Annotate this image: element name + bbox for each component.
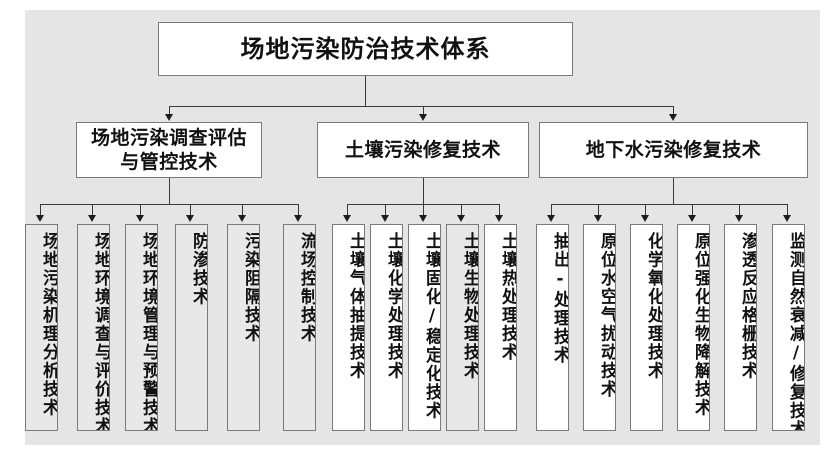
connector-leaf9-drop <box>461 204 462 216</box>
leaf-node-5: 流场控制技术 <box>283 224 316 431</box>
connector-leaf11-drop <box>551 204 552 216</box>
arrow-leaf5 <box>294 215 302 222</box>
leaf-node-10: 土壤热处理技术 <box>484 224 517 431</box>
arrow-leaf0 <box>36 215 44 222</box>
leaf-node-2-label: 场地环境管理与预警技术 <box>139 232 158 431</box>
arrow-leaf3 <box>186 215 194 222</box>
arrow-leaf14 <box>688 215 696 222</box>
connector-leaf0-drop <box>40 204 41 216</box>
leaf-node-16: 监测自然衰减/修复技术 <box>772 224 805 431</box>
connector-cat2-drop <box>673 106 674 115</box>
leaf-node-15: 渗透反应格栅技术 <box>724 224 757 431</box>
connector-leaf4-drop <box>242 204 243 216</box>
leaf-node-1-label: 场地环境调查与评价技术 <box>91 232 110 431</box>
arrow-leaf6 <box>343 215 351 222</box>
arrow-cat1 <box>419 114 427 121</box>
category-node-site-investigation: 场地污染调查评估与管控技术 <box>76 122 262 178</box>
connector-leaf13-drop <box>645 204 646 216</box>
connector-level1-bus <box>169 106 673 107</box>
leaf-node-6-label: 土壤气体抽提技术 <box>346 232 365 380</box>
leaf-node-0-label: 场地污染机理分析技术 <box>39 232 58 417</box>
connector-leaf7-drop <box>385 204 386 216</box>
connector-group2-bus <box>551 204 787 205</box>
arrow-cat2 <box>669 114 677 121</box>
arrow-leaf16 <box>783 215 791 222</box>
leaf-node-9: 土壤生物处理技术 <box>446 224 479 431</box>
arrow-leaf10 <box>495 215 503 222</box>
connector-group0-bus <box>40 204 298 205</box>
arrow-leaf15 <box>735 215 743 222</box>
leaf-node-3: 防渗技术 <box>175 224 208 431</box>
leaf-node-16-label: 监测自然衰减/修复技术 <box>786 232 805 431</box>
leaf-node-9-label: 土壤生物处理技术 <box>460 232 479 380</box>
leaf-node-7-label: 土壤化学处理技术 <box>384 232 403 380</box>
connector-root-stem <box>365 76 366 106</box>
connector-cat1-drop <box>423 106 424 115</box>
leaf-node-2: 场地环境管理与预警技术 <box>125 224 158 431</box>
leaf-node-12-label: 原位水空气扰动技术 <box>597 232 616 399</box>
connector-leaf6-drop <box>347 204 348 216</box>
leaf-node-13-label: 化学氧化处理技术 <box>644 232 663 380</box>
connector-leaf5-drop <box>298 204 299 216</box>
leaf-node-8-label: 土壤固化/稳定化技术 <box>422 232 441 420</box>
leaf-node-3-label: 防渗技术 <box>189 232 208 306</box>
arrow-leaf4 <box>238 215 246 222</box>
leaf-node-14-label: 原位强化生物降解技术 <box>691 232 710 417</box>
connector-leaf8-drop <box>423 204 424 216</box>
connector-group2-stem <box>673 178 674 204</box>
arrow-leaf7 <box>381 215 389 222</box>
arrow-leaf13 <box>641 215 649 222</box>
connector-group0-stem <box>169 178 170 204</box>
leaf-node-1: 场地环境调查与评价技术 <box>77 224 110 431</box>
connector-leaf3-drop <box>190 204 191 216</box>
leaf-node-11: 抽出-处理技术 <box>536 224 569 431</box>
leaf-node-6: 土壤气体抽提技术 <box>332 224 365 431</box>
leaf-node-15-label: 渗透反应格栅技术 <box>738 232 757 380</box>
leaf-node-0: 场地污染机理分析技术 <box>25 224 58 431</box>
arrow-leaf9 <box>457 215 465 222</box>
leaf-node-4: 污染阻隔技术 <box>227 224 260 431</box>
root-node-title: 场地污染防治技术体系 <box>158 22 573 76</box>
connector-leaf1-drop <box>92 204 93 216</box>
arrow-leaf8 <box>419 215 427 222</box>
connector-leaf14-drop <box>692 204 693 216</box>
connector-leaf2-drop <box>140 204 141 216</box>
connector-leaf16-drop <box>787 204 788 216</box>
arrow-cat0 <box>165 114 173 121</box>
arrow-leaf12 <box>594 215 602 222</box>
category-node-soil-remediation: 土壤污染修复技术 <box>317 122 529 178</box>
leaf-node-5-label: 流场控制技术 <box>297 232 316 343</box>
connector-cat0-drop <box>169 106 170 115</box>
arrow-leaf11 <box>547 215 555 222</box>
leaf-node-13: 化学氧化处理技术 <box>630 224 663 431</box>
connector-leaf12-drop <box>598 204 599 216</box>
leaf-node-4-label: 污染阻隔技术 <box>241 232 260 343</box>
arrow-leaf2 <box>136 215 144 222</box>
leaf-node-14: 原位强化生物降解技术 <box>677 224 710 431</box>
leaf-node-12: 原位水空气扰动技术 <box>583 224 616 431</box>
leaf-node-8: 土壤固化/稳定化技术 <box>408 224 441 431</box>
category-node-groundwater-remediation: 地下水污染修复技术 <box>539 122 808 178</box>
arrow-leaf1 <box>88 215 96 222</box>
leaf-node-11-label: 抽出-处理技术 <box>550 232 569 365</box>
connector-leaf15-drop <box>739 204 740 216</box>
leaf-node-7: 土壤化学处理技术 <box>370 224 403 431</box>
connector-leaf10-drop <box>499 204 500 216</box>
connector-group1-stem <box>423 178 424 204</box>
leaf-node-10-label: 土壤热处理技术 <box>498 232 517 362</box>
